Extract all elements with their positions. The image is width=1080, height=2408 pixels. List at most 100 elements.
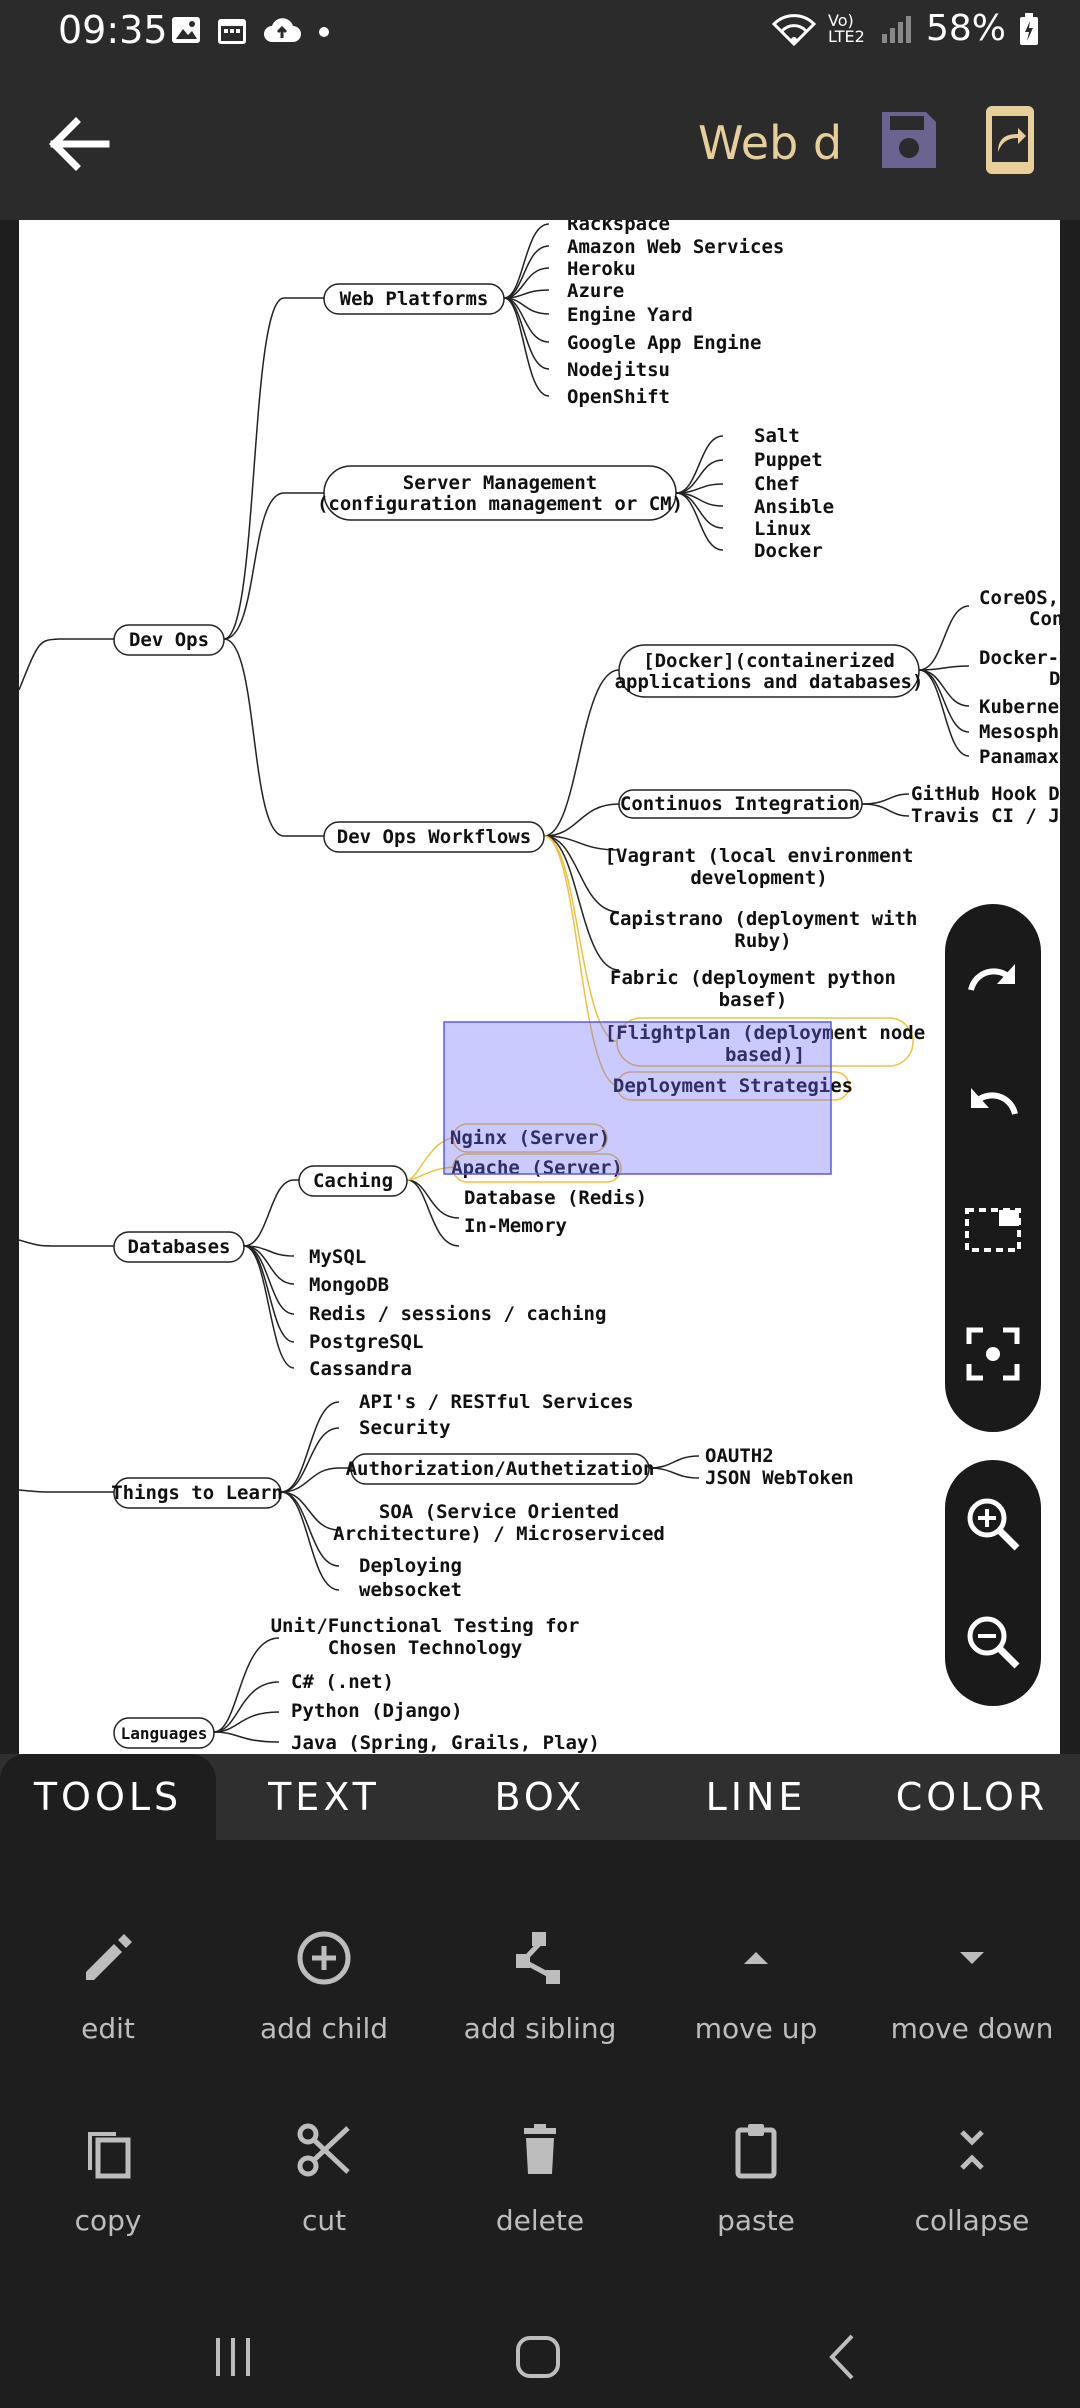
select-area-icon[interactable] [963, 1200, 1023, 1260]
back-nav-icon[interactable] [822, 2332, 862, 2382]
collapse-icon [960, 2130, 984, 2170]
node-docker-c1: Con [1029, 608, 1060, 630]
node-db-4[interactable]: Cassandra [309, 1358, 412, 1380]
scissors-icon [297, 2123, 350, 2177]
node-wp-3[interactable]: Azure [567, 280, 624, 302]
tab-line[interactable]: LINE [705, 1775, 807, 1819]
home-icon[interactable] [514, 2332, 562, 2382]
node-auth[interactable]: Authorization/Authetization [346, 1458, 655, 1480]
node-soa[interactable]: SOA (Service Oriented [379, 1501, 619, 1523]
node-capistrano[interactable]: Capistrano (deployment with [609, 908, 918, 930]
node-sm-5[interactable]: Docker [754, 540, 823, 562]
node-db-1[interactable]: MongoDB [309, 1274, 389, 1296]
calendar-icon [218, 19, 246, 44]
node-wp-7[interactable]: OpenShift [567, 386, 670, 408]
node-db-redis[interactable]: Database (Redis) [464, 1187, 647, 1209]
node-docker[interactable]: [Docker](containerized [643, 650, 895, 672]
notification-icons [170, 14, 332, 46]
node-wp-6[interactable]: Nodejitsu [567, 359, 670, 381]
mindmap-graph[interactable]: Web Platforms Rackspace Amazon Web Servi… [19, 220, 1060, 1754]
highlight-lines [406, 835, 620, 1181]
share-document-icon[interactable] [984, 104, 1036, 176]
tab-tools[interactable]: TOOLS [0, 1754, 216, 1840]
node-dev-ops-workflows[interactable]: Dev Ops Workflows [337, 826, 531, 848]
selection-rectangle[interactable] [443, 1021, 832, 1175]
cut-button[interactable]: cut [216, 2120, 432, 2237]
node-docker-c2[interactable]: Docker-M [979, 647, 1060, 669]
node-vagrant[interactable]: [Vagrant (local environment [605, 845, 914, 867]
node-db-0[interactable]: MySQL [309, 1246, 366, 1268]
node-websocket[interactable]: websocket [359, 1579, 462, 1601]
node-nginx[interactable]: Nginx (Server) [450, 1127, 610, 1149]
edit-button[interactable]: edit [0, 1928, 216, 2045]
collapse-button[interactable]: collapse [864, 2120, 1080, 2237]
paste-button[interactable]: paste [648, 2120, 864, 2237]
move-up-label: move up [694, 2012, 818, 2045]
add-sibling-button[interactable]: add sibling [432, 1928, 648, 2045]
node-fabric[interactable]: Fabric (deployment python [610, 967, 896, 989]
mindmap-canvas[interactable]: Web Platforms Rackspace Amazon Web Servi… [19, 220, 1060, 1754]
node-caching[interactable]: Caching [313, 1170, 393, 1192]
dot-icon [319, 27, 329, 37]
recent-apps-icon[interactable] [210, 2334, 256, 2380]
node-oauth[interactable]: OAUTH2 [705, 1445, 774, 1467]
app-bar: Web d [0, 66, 1080, 220]
node-jwt[interactable]: JSON WebToken [705, 1467, 854, 1489]
node-deploying[interactable]: Deploying [359, 1555, 462, 1577]
node-docker-c5[interactable]: Mesosph [979, 721, 1059, 743]
node-server-management[interactable]: Server Management [403, 472, 597, 494]
node-databases[interactable]: Databases [128, 1236, 231, 1258]
redo-icon[interactable] [963, 950, 1023, 1010]
tab-box[interactable]: BOX [494, 1775, 586, 1819]
tab-color[interactable]: COLOR [895, 1775, 1049, 1819]
node-ci-1[interactable]: Travis CI / Jenk [911, 805, 1060, 827]
node-fabric-2: basef) [719, 989, 788, 1011]
node-sm-1[interactable]: Puppet [754, 449, 823, 471]
node-dev-ops[interactable]: Dev Ops [129, 629, 209, 651]
node-soa-2: Architecture) / Microserviced [333, 1523, 665, 1545]
node-things-to-learn[interactable]: Things to Learn [111, 1482, 283, 1504]
zoom-in-icon[interactable] [963, 1494, 1023, 1554]
node-in-memory[interactable]: In-Memory [464, 1215, 567, 1237]
edit-actions-panel [945, 904, 1041, 1432]
node-java[interactable]: Java (Spring, Grails, Play) [291, 1732, 600, 1754]
node-docker-c6[interactable]: Panamax [979, 746, 1059, 768]
zoom-out-icon[interactable] [963, 1612, 1023, 1672]
move-up-button[interactable]: move up [648, 1928, 864, 2045]
node-python[interactable]: Python (Django) [291, 1700, 463, 1722]
connector-lines [19, 223, 970, 1743]
delete-button[interactable]: delete [432, 2120, 648, 2237]
node-flightplan[interactable]: [Flightplan (deployment node [605, 1022, 925, 1044]
node-security[interactable]: Security [359, 1417, 451, 1439]
undo-icon[interactable] [963, 1074, 1023, 1134]
node-wp-2[interactable]: Heroku [567, 258, 636, 280]
node-wp-5[interactable]: Google App Engine [567, 332, 761, 354]
node-wp-4[interactable]: Engine Yard [567, 304, 693, 326]
node-wp-1[interactable]: Amazon Web Services [567, 236, 784, 258]
node-web-platforms[interactable]: Web Platforms [340, 288, 489, 310]
node-deployment-strategies[interactable]: Deployment Strategies [613, 1075, 853, 1097]
center-focus-icon[interactable] [963, 1324, 1023, 1384]
node-db-3[interactable]: PostgreSQL [309, 1331, 423, 1353]
add-child-button[interactable]: add child [216, 1928, 432, 2045]
node-sm-4[interactable]: Linux [754, 518, 811, 540]
node-sm-3[interactable]: Ansible [754, 496, 834, 518]
node-ci-0[interactable]: GitHub Hook Dep [911, 783, 1060, 805]
node-wp-0[interactable]: Rackspace [567, 220, 670, 235]
save-icon[interactable] [880, 108, 938, 172]
node-docker-c4[interactable]: Kubernet [979, 696, 1060, 718]
back-arrow-icon[interactable] [44, 116, 114, 172]
node-db-2[interactable]: Redis / sessions / caching [309, 1303, 606, 1325]
node-docker-c0[interactable]: CoreOS, [979, 587, 1059, 609]
share-nodes-icon [516, 1932, 560, 1984]
node-unit-testing[interactable]: Unit/Functional Testing for [271, 1615, 580, 1637]
node-sm-0[interactable]: Salt [754, 425, 800, 447]
move-down-button[interactable]: move down [864, 1928, 1080, 2045]
tab-text[interactable]: TEXT [268, 1775, 380, 1819]
node-ci[interactable]: Continuos Integration [620, 793, 860, 815]
node-sm-2[interactable]: Chef [754, 473, 800, 495]
node-languages[interactable]: Languages [121, 1724, 208, 1743]
node-api[interactable]: API's / RESTful Services [359, 1391, 634, 1413]
copy-button[interactable]: copy [0, 2120, 216, 2237]
node-csharp[interactable]: C# (.net) [291, 1671, 394, 1693]
